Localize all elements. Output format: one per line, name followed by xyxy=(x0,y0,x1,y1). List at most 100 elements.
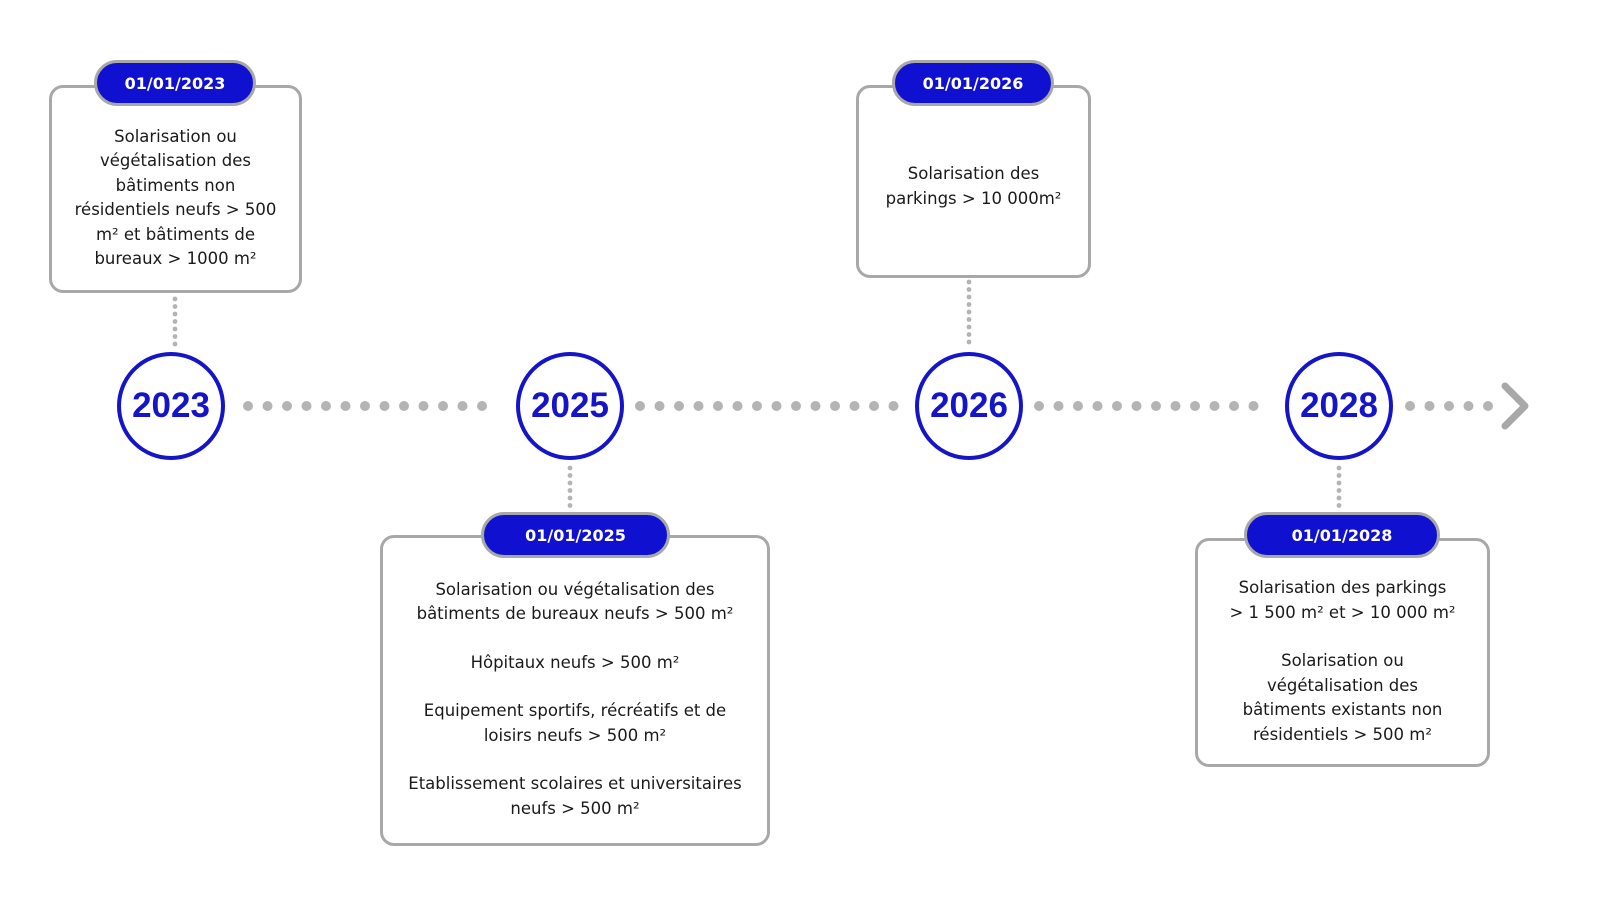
connector-dot xyxy=(1336,480,1342,486)
timeline-dot xyxy=(1405,401,1415,411)
timeline-dot xyxy=(1170,401,1181,411)
timeline-dot xyxy=(438,401,448,411)
connector-dot xyxy=(567,465,573,471)
year-label: 2023 xyxy=(132,386,210,425)
date-label: 01/01/2028 xyxy=(1291,525,1393,545)
event-description: Solarisation ou végétalisation des bâtim… xyxy=(74,126,277,269)
timeline-arrow-icon xyxy=(1501,382,1529,430)
timeline-dot xyxy=(830,401,840,411)
year-circle-2025: 2025 xyxy=(516,352,624,460)
timeline-dot xyxy=(399,401,409,411)
event-description: Solarisation ou végétalisation des bâtim… xyxy=(416,579,734,624)
connector-dot xyxy=(1336,465,1342,471)
event-description: Solarisation des parkings > 10 000m² xyxy=(885,164,1062,208)
timeline-dot xyxy=(1190,401,1200,411)
year-label: 2025 xyxy=(531,386,609,425)
connector-dot xyxy=(966,279,972,285)
connector-dot xyxy=(1336,503,1342,508)
connector-dot xyxy=(172,296,178,302)
connector-dot xyxy=(172,311,178,317)
event-card-2023: Solarisation ou végétalisation des bâtim… xyxy=(49,85,302,293)
year-label: 2028 xyxy=(1300,386,1378,425)
year-label: 2026 xyxy=(930,386,1008,425)
date-label: 01/01/2025 xyxy=(525,525,626,545)
timeline-dot xyxy=(810,401,821,411)
timeline-dot xyxy=(1073,401,1083,411)
year-circle-2028: 2028 xyxy=(1285,352,1393,460)
date-badge-2023: 01/01/2023 xyxy=(94,60,256,106)
timeline-dot xyxy=(791,401,801,411)
connector-dot xyxy=(567,480,573,486)
connector-dot xyxy=(1336,488,1342,493)
timeline-dot xyxy=(1248,401,1259,411)
connector-dot xyxy=(966,309,972,315)
connector-dot xyxy=(966,332,972,337)
timeline-dot xyxy=(321,401,331,411)
timeline-dot xyxy=(282,401,292,411)
timeline-dot xyxy=(635,401,645,411)
timeline-connectors xyxy=(172,279,1342,508)
timeline-dot xyxy=(1092,401,1103,411)
connector-dot xyxy=(966,324,972,330)
timeline-dot xyxy=(1209,401,1220,411)
timeline-dot xyxy=(262,401,273,411)
timeline-dot xyxy=(674,401,684,411)
connector-dot xyxy=(567,473,573,478)
connector-dot xyxy=(966,302,972,307)
date-label: 01/01/2026 xyxy=(922,73,1024,93)
connector-dot xyxy=(567,503,573,508)
timeline-dot xyxy=(477,401,487,411)
timeline-dot xyxy=(654,401,665,411)
timeline-dot xyxy=(1444,401,1454,411)
connector-dot xyxy=(172,319,178,324)
timeline-dot xyxy=(379,401,390,411)
timeline-dot xyxy=(457,401,468,411)
timeline-dot xyxy=(752,401,762,411)
timeline-dot xyxy=(869,401,879,411)
date-badge-2025: 01/01/2025 xyxy=(481,512,670,558)
timeline-dot xyxy=(1229,401,1239,411)
timeline-dot xyxy=(771,401,782,411)
connector-dot xyxy=(966,287,972,292)
connector-dot xyxy=(966,294,972,300)
connector-dot xyxy=(172,326,178,332)
timeline-dot xyxy=(849,401,860,411)
timeline-dot xyxy=(243,401,253,411)
timeline-dot xyxy=(418,401,429,411)
year-circle-2026: 2026 xyxy=(915,352,1023,460)
connector-dot xyxy=(172,334,178,339)
event-card-2028: Solarisation des parkings > 1 500 m² et … xyxy=(1195,538,1490,767)
connector-dot xyxy=(1336,473,1342,478)
year-circle-2023: 2023 xyxy=(117,352,225,460)
timeline-dot xyxy=(1034,401,1044,411)
timeline-dot xyxy=(732,401,743,411)
event-description: Equipement sportifs, récréatifs et de lo… xyxy=(423,701,727,745)
timeline-dot xyxy=(301,401,312,411)
connector-dot xyxy=(567,488,573,493)
timeline-dot xyxy=(1151,401,1161,411)
event-card-2025: Solarisation ou végétalisation des bâtim… xyxy=(380,535,770,846)
connector-dot xyxy=(1336,495,1342,501)
timeline-dot xyxy=(693,401,704,411)
connector-dot xyxy=(567,495,573,501)
connector-dot xyxy=(966,339,972,345)
date-badge-2026: 01/01/2026 xyxy=(892,60,1054,106)
timeline-dot xyxy=(360,401,370,411)
timeline-dot xyxy=(1424,401,1435,411)
connector-dot xyxy=(966,317,972,322)
timeline-dot xyxy=(1483,401,1493,411)
timeline-dot xyxy=(713,401,723,411)
date-badge-2028: 01/01/2028 xyxy=(1244,512,1440,558)
timeline-dot xyxy=(1053,401,1064,411)
connector-dot xyxy=(172,341,178,347)
event-card-2026: Solarisation des parkings > 10 000m² xyxy=(856,85,1091,278)
timeline-dot xyxy=(340,401,351,411)
connector-dot xyxy=(172,304,178,309)
event-description: Solarisation ou végétalisation des bâtim… xyxy=(1242,651,1443,744)
event-description: Etablissement scolaires et universitaire… xyxy=(408,774,742,818)
event-description: Solarisation des parkings > 1 500 m² et … xyxy=(1229,578,1456,622)
date-label: 01/01/2023 xyxy=(124,73,226,93)
timeline-dotted-line xyxy=(243,401,1493,411)
timeline-dot xyxy=(1112,401,1122,411)
